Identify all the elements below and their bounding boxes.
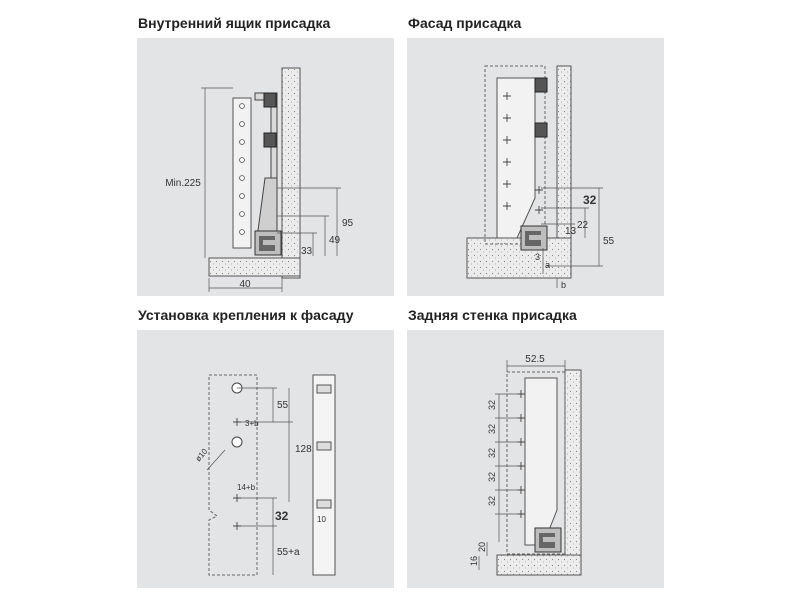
bottom-board [466, 237, 572, 279]
dim-16: 16 [469, 556, 479, 566]
dim-pitch-2: 32 [487, 424, 497, 434]
inner-drawer-drawing: Min.225 95 49 33 40 [165, 67, 354, 292]
mounting-bracket [312, 374, 336, 576]
front-drilling-drawing: 32 22 13 55 3 a b [466, 65, 615, 290]
adjuster-mid [534, 122, 548, 138]
front-bracket-install-diagram: 55 3+b 128 ø10 14+b 32 10 55+a [137, 330, 394, 588]
dim-40: 40 [239, 279, 251, 290]
dim-b: b [561, 280, 566, 290]
panel-title-front-drilling: Фасад присадка [408, 15, 522, 31]
dim-95: 95 [342, 218, 354, 229]
drill-marks [233, 418, 241, 530]
bracket-notch-low [316, 499, 332, 509]
dim-dia10: ø10 [194, 447, 210, 464]
dim-55a: 55+a [277, 547, 300, 558]
dim-14b: 14+b [237, 483, 256, 492]
bracket [256, 177, 278, 239]
adjuster-top [263, 92, 277, 108]
dim-52-5: 52.5 [525, 354, 545, 365]
inner-drawer-diagram: Min.225 95 49 33 40 [137, 38, 394, 296]
bottom-board [496, 554, 582, 576]
drill-marks [503, 92, 543, 214]
dim-3b: 3+b [245, 419, 259, 428]
dim-pitch-3: 32 [487, 448, 497, 458]
panel-title-back-wall-drilling: Задняя стенка присадка [408, 307, 577, 323]
dim-128: 128 [295, 444, 312, 455]
runner-profile [259, 236, 275, 251]
runner-profile [525, 231, 541, 246]
dim-22: 22 [577, 220, 589, 231]
back-wall-drilling-diagram: 52.5 32 32 32 32 32 20 16 [407, 330, 664, 588]
runner [254, 230, 282, 256]
panel-title-inner-drawer: Внутренний ящик присадка [138, 15, 331, 31]
bottom-board [208, 257, 301, 277]
cabinet-side-wall [281, 67, 301, 279]
dim-10: 10 [317, 515, 326, 524]
panel-title-front-bracket-install: Установка крепления к фасаду [138, 307, 354, 323]
back-bracket [524, 377, 558, 546]
front-drilling-diagram: 32 22 13 55 3 a b [407, 38, 664, 296]
front-bracket [496, 77, 536, 239]
dim-55: 55 [277, 400, 289, 411]
front-panel-outline [484, 65, 546, 245]
dim-pitch-1: 32 [487, 400, 497, 410]
dim-pitch-4: 32 [487, 472, 497, 482]
drawer-side-panel [232, 97, 252, 249]
runner [520, 225, 548, 251]
dim-13: 13 [565, 226, 577, 237]
dim-32: 32 [583, 193, 597, 207]
dim-pitch-5: 32 [487, 496, 497, 506]
adjuster-mid [263, 132, 277, 148]
hole-dia10 [231, 436, 243, 448]
drill-marks [517, 390, 525, 518]
adjuster-top [534, 77, 548, 93]
bracket-notch-top [316, 384, 332, 394]
runner [534, 527, 562, 553]
runner-profile [539, 533, 555, 548]
cabinet-side-wall [564, 369, 582, 576]
dim-49: 49 [329, 235, 341, 246]
front-panel-outline [208, 374, 258, 576]
back-wall-drilling-drawing: 52.5 32 32 32 32 32 20 16 [469, 354, 582, 576]
dim-min-height: Min.225 [165, 178, 201, 189]
dim-33: 33 [301, 246, 313, 257]
bracket-notch-mid [316, 441, 332, 451]
panel-holes [239, 103, 245, 235]
front-bracket-install-drawing: 55 3+b 128 ø10 14+b 32 10 55+a [194, 374, 336, 576]
dim-3: 3 [535, 252, 540, 262]
dim-20: 20 [477, 542, 487, 552]
dim-55: 55 [603, 236, 615, 247]
dim-a: a [545, 260, 550, 270]
dim-32: 32 [275, 509, 289, 523]
